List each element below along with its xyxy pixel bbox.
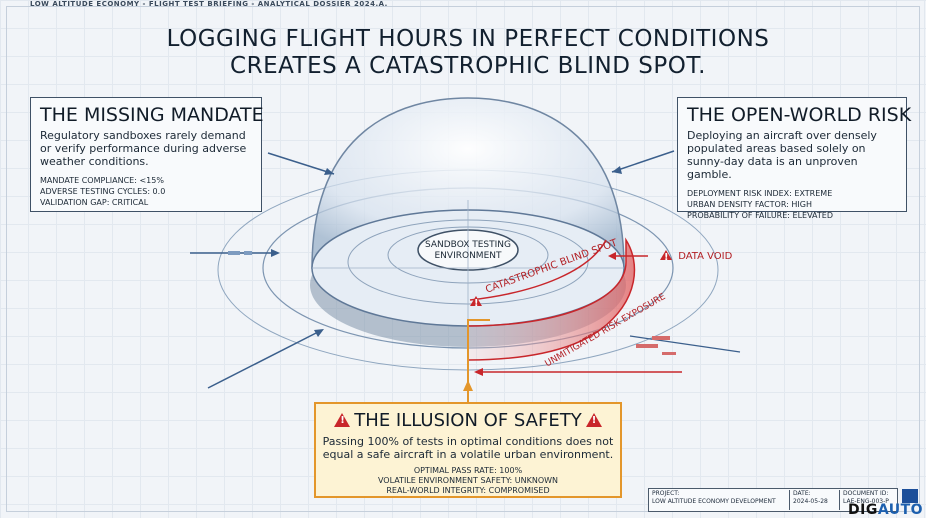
center-label-line-1: SANDBOX TESTING xyxy=(424,240,511,250)
document-id-cell: DOCUMENT ID: LAE-ENG-003-P xyxy=(839,490,897,510)
date-cell: DATE: 2024-05-28 xyxy=(789,490,839,510)
deco-dash-3 xyxy=(652,336,670,340)
project-cell: PROJECT: LOW ALTITUDE ECONOMY DEVELOPMEN… xyxy=(649,490,789,510)
brand-logo-b: AUTO xyxy=(877,502,924,518)
warning-icon xyxy=(470,296,482,309)
project-value: LOW ALTITUDE ECONOMY DEVELOPMENT xyxy=(652,498,776,505)
data-void-label: DATA VOID xyxy=(660,250,733,263)
missing-mandate-body: Regulatory sandboxes rarely demand or ve… xyxy=(40,129,247,168)
illusion-of-safety-card: THE ILLUSION OF SAFETY Passing 100% of t… xyxy=(314,402,622,498)
missing-mandate-card: THE MISSING MANDATE Regulatory sandboxes… xyxy=(30,97,264,212)
open-world-risk-stats: DEPLOYMENT RISK INDEX: EXTREME URBAN DEN… xyxy=(687,188,897,221)
connector-left-head xyxy=(324,168,334,175)
project-label: PROJECT: xyxy=(652,490,680,497)
blind-spot-region xyxy=(467,237,636,361)
brand-logo: DIGAUTO xyxy=(848,502,923,518)
data-void-label-text: DATA VOID xyxy=(678,251,733,262)
arrow-left-low xyxy=(207,329,323,389)
stat-line: ADVERSE TESTING CYCLES: 0.0 xyxy=(40,187,166,196)
illusion-of-safety-stats: OPTIMAL PASS RATE: 100% VOLATILE ENVIRON… xyxy=(316,466,620,496)
warning-icon xyxy=(585,413,602,427)
deco-dash-1 xyxy=(228,251,240,255)
stat-line: URBAN DENSITY FACTOR: HIGH xyxy=(687,200,812,209)
stat-line: MANDATE COMPLIANCE: <15% xyxy=(40,176,164,185)
stat-line: REAL-WORLD INTEGRITY: COMPROMISED xyxy=(386,486,550,495)
connector-left xyxy=(267,152,335,175)
document-id-value: LAE-ENG-003-P xyxy=(843,498,889,505)
missing-mandate-stats: MANDATE COMPLIANCE: <15% ADVERSE TESTING… xyxy=(40,175,252,208)
stat-line: DEPLOYMENT RISK INDEX: EXTREME xyxy=(687,189,833,198)
orange-pointer xyxy=(467,319,490,402)
illusion-of-safety-title: THE ILLUSION OF SAFETY xyxy=(354,410,582,431)
body-line-2: equal a safe aircraft in a volatile urba… xyxy=(322,448,614,461)
document-id-label: DOCUMENT ID: xyxy=(843,490,889,497)
open-world-risk-body: Deploying an aircraft over densely popul… xyxy=(687,129,877,181)
center-label: SANDBOX TESTING ENVIRONMENT xyxy=(418,240,518,262)
header-strip: LOW ALTITUDE ECONOMY - FLIGHT TEST BRIEF… xyxy=(30,0,388,8)
shield-logo-icon xyxy=(902,489,918,503)
brand-logo-a: DIG xyxy=(848,502,878,518)
date-value: 2024-05-28 xyxy=(793,498,828,505)
stat-line: VALIDATION GAP: CRITICAL xyxy=(40,198,149,207)
missing-mandate-title: THE MISSING MANDATE xyxy=(40,104,264,126)
connector-right xyxy=(611,150,675,173)
orange-pointer-head xyxy=(463,380,473,391)
illusion-of-safety-body: Passing 100% of tests in optimal conditi… xyxy=(316,435,620,461)
connector-right-head xyxy=(612,166,622,174)
deco-dash-5 xyxy=(662,352,676,355)
deco-dash-2 xyxy=(244,251,252,255)
red-arrow-risk-head xyxy=(474,368,483,376)
open-world-risk-card: THE OPEN-WORLD RISK Deploying an aircraf… xyxy=(677,97,912,220)
red-arrow-data-void-head xyxy=(608,252,616,260)
center-label-line-2: ENVIRONMENT xyxy=(434,251,502,261)
arrow-right-low xyxy=(629,335,741,353)
open-world-risk-title: THE OPEN-WORLD RISK xyxy=(687,104,912,126)
deco-dash-4 xyxy=(636,344,658,348)
document-title-block: PROJECT: LOW ALTITUDE ECONOMY DEVELOPMEN… xyxy=(648,488,898,512)
body-line-1: Passing 100% of tests in optimal conditi… xyxy=(322,435,614,448)
date-label: DATE: xyxy=(793,490,811,497)
blind-spot-edge xyxy=(469,239,607,301)
warning-icon xyxy=(334,413,351,427)
outer-frame xyxy=(6,6,920,512)
title-line-2: CREATES A CATASTROPHIC BLIND SPOT. xyxy=(230,53,706,79)
stat-line: VOLATILE ENVIRONMENT SAFETY: UNKNOWN xyxy=(377,476,559,485)
stat-line: PROBABILITY OF FAILURE: ELEVATED xyxy=(687,211,834,220)
title-line-1: LOGGING FLIGHT HOURS IN PERFECT CONDITIO… xyxy=(166,26,770,52)
illusion-of-safety-heading: THE ILLUSION OF SAFETY xyxy=(316,410,620,431)
arrow-left-mid-head xyxy=(271,249,280,257)
stat-line: OPTIMAL PASS RATE: 100% xyxy=(413,466,523,475)
page-title: LOGGING FLIGHT HOURS IN PERFECT CONDITIO… xyxy=(150,26,786,80)
warning-icon xyxy=(660,250,672,263)
arrow-left-low-head xyxy=(314,329,324,337)
